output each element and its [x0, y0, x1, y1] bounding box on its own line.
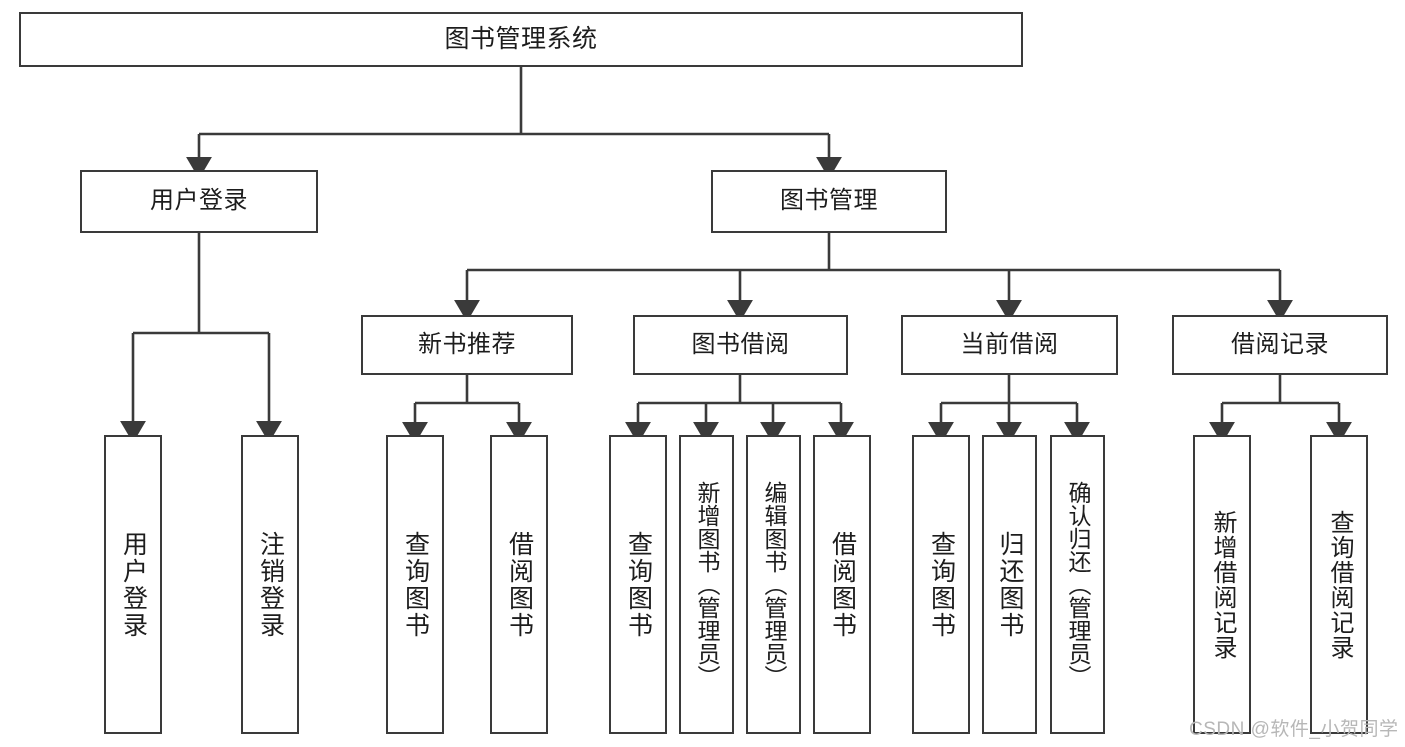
- node-user-login[interactable]: 用户登录: [80, 170, 318, 233]
- leaf-query-book-1-label: 查询图书: [401, 530, 430, 639]
- node-user-login-label: 用户登录: [150, 187, 248, 215]
- leaf-user-login-label: 用户登录: [119, 530, 148, 639]
- node-current-borrow[interactable]: 当前借阅: [901, 315, 1118, 375]
- node-new-book-recommend-label: 新书推荐: [418, 330, 516, 358]
- node-borrow-record-label: 借阅记录: [1231, 330, 1329, 358]
- leaf-borrow-book-1[interactable]: 借阅图书: [490, 435, 548, 734]
- leaf-query-book-1[interactable]: 查询图书: [386, 435, 444, 734]
- leaf-edit-book-label: 编辑图书（管理员）: [761, 481, 787, 688]
- leaf-query-book-2[interactable]: 查询图书: [609, 435, 667, 734]
- leaf-edit-book[interactable]: 编辑图书（管理员）: [746, 435, 801, 734]
- leaf-query-book-3-label: 查询图书: [927, 530, 956, 639]
- leaf-add-book-label: 新增图书（管理员）: [694, 481, 720, 688]
- leaf-return-book-label: 归还图书: [996, 530, 1024, 639]
- leaf-logout[interactable]: 注销登录: [241, 435, 299, 734]
- node-current-borrow-label: 当前借阅: [960, 330, 1059, 358]
- leaf-add-record-label: 新增借阅记录: [1209, 509, 1236, 660]
- node-root[interactable]: 图书管理系统: [19, 12, 1023, 67]
- leaf-return-book[interactable]: 归还图书: [982, 435, 1037, 734]
- leaf-borrow-book-2-label: 借阅图书: [828, 530, 857, 639]
- node-root-label: 图书管理系统: [444, 24, 598, 53]
- node-borrow-record[interactable]: 借阅记录: [1172, 315, 1388, 375]
- leaf-confirm-return[interactable]: 确认归还（管理员）: [1050, 435, 1105, 734]
- csdn-watermark: CSDN @软件_小贺同学: [1189, 719, 1399, 740]
- leaf-confirm-return-label: 确认归还（管理员）: [1065, 481, 1091, 688]
- leaf-borrow-book-1-label: 借阅图书: [505, 530, 534, 639]
- node-book-manage-label: 图书管理: [780, 187, 878, 215]
- leaf-user-login[interactable]: 用户登录: [104, 435, 162, 734]
- leaf-query-record[interactable]: 查询借阅记录: [1310, 435, 1368, 734]
- leaf-query-record-label: 查询借阅记录: [1326, 509, 1353, 660]
- leaf-add-book[interactable]: 新增图书（管理员）: [679, 435, 734, 734]
- node-book-borrow-label: 图书借阅: [691, 330, 790, 358]
- leaf-logout-label: 注销登录: [256, 530, 285, 639]
- node-new-book-recommend[interactable]: 新书推荐: [361, 315, 573, 375]
- node-book-manage[interactable]: 图书管理: [711, 170, 947, 233]
- leaf-borrow-book-2[interactable]: 借阅图书: [813, 435, 871, 734]
- node-book-borrow[interactable]: 图书借阅: [633, 315, 848, 375]
- leaf-query-book-3[interactable]: 查询图书: [912, 435, 970, 734]
- leaf-query-book-2-label: 查询图书: [624, 530, 653, 639]
- leaf-add-record[interactable]: 新增借阅记录: [1193, 435, 1251, 734]
